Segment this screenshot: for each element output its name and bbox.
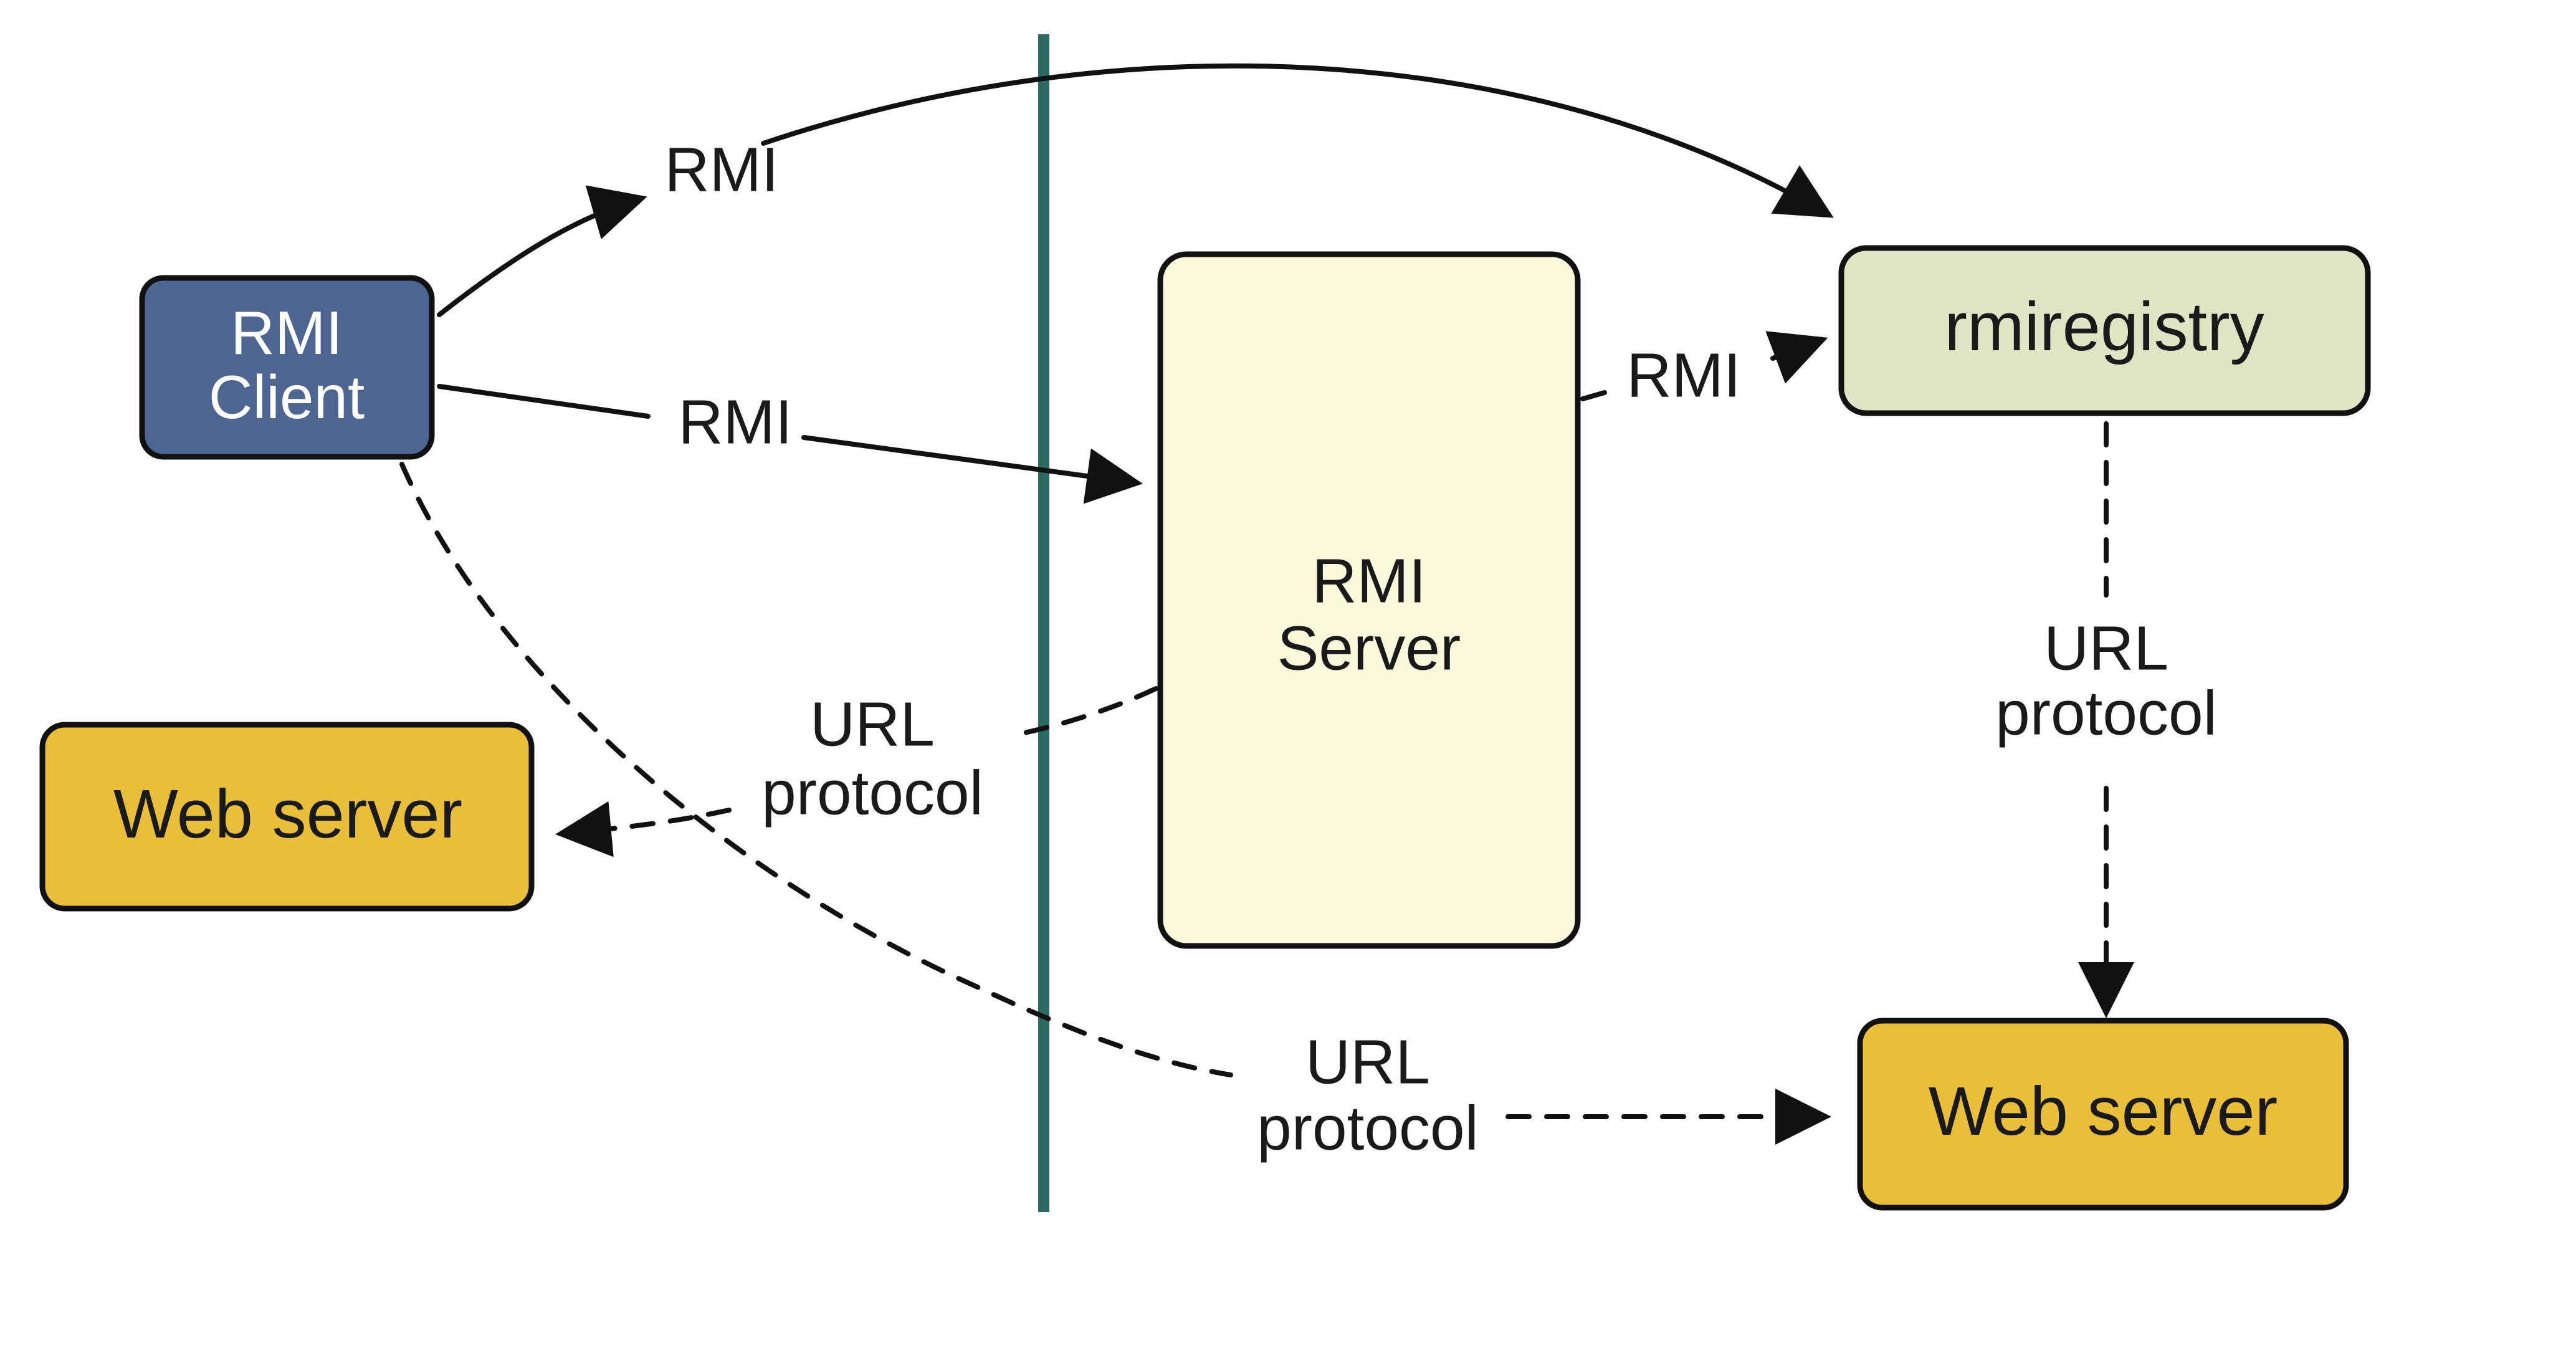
edge-server-to-registry-start [1580,390,1607,401]
node-rmi-client-label-line2: Client [209,363,365,431]
edge-label-client-to-webserver-right-line1: URL [1305,1027,1430,1097]
edge-label-client-to-registry: RMI [664,135,778,204]
node-rmiregistry-label: rmiregistry [1944,289,2264,365]
node-rmiregistry: rmiregistry [1838,245,2371,416]
edge-server-to-webserver-left [1010,686,1158,738]
node-rmi-server: RMI Server [1157,251,1581,949]
edge-label-server-to-webserver-left-line1: URL [810,689,935,759]
edge-server-to-registry [1765,331,1828,384]
edge-label-registry-to-webserver-right-line1: URL [2044,613,2168,683]
edge-client-to-server [801,435,1143,504]
edge-label-registry-to-webserver-right-line2: protocol [1995,678,2217,748]
edge-client-to-registry-arc [761,63,1834,218]
edge-label-server-to-webserver-left-line2: protocol [761,758,983,828]
node-web-server-left-label: Web server [113,776,462,852]
node-rmi-client: RMI Client [139,275,435,460]
node-web-server-right: Web server [1857,1018,2349,1211]
node-web-server-right-label: Web server [1929,1073,2278,1150]
node-rmi-server-label-line1: RMI [1312,546,1426,616]
edge-client-to-registry [437,185,647,317]
node-web-server-left: Web server [39,722,535,912]
node-rmi-client-label-line1: RMI [231,298,343,367]
edge-client-to-server-start [437,384,651,419]
edge-client-to-webserver-right [399,462,1233,1077]
edge-server-to-webserver-left-end [555,801,732,857]
edge-label-client-to-server: RMI [678,387,792,457]
node-rmi-server-label-line2: Server [1277,613,1461,683]
edge-label-client-to-webserver-right-line2: protocol [1257,1093,1479,1163]
edge-label-server-to-registry: RMI [1626,340,1740,410]
